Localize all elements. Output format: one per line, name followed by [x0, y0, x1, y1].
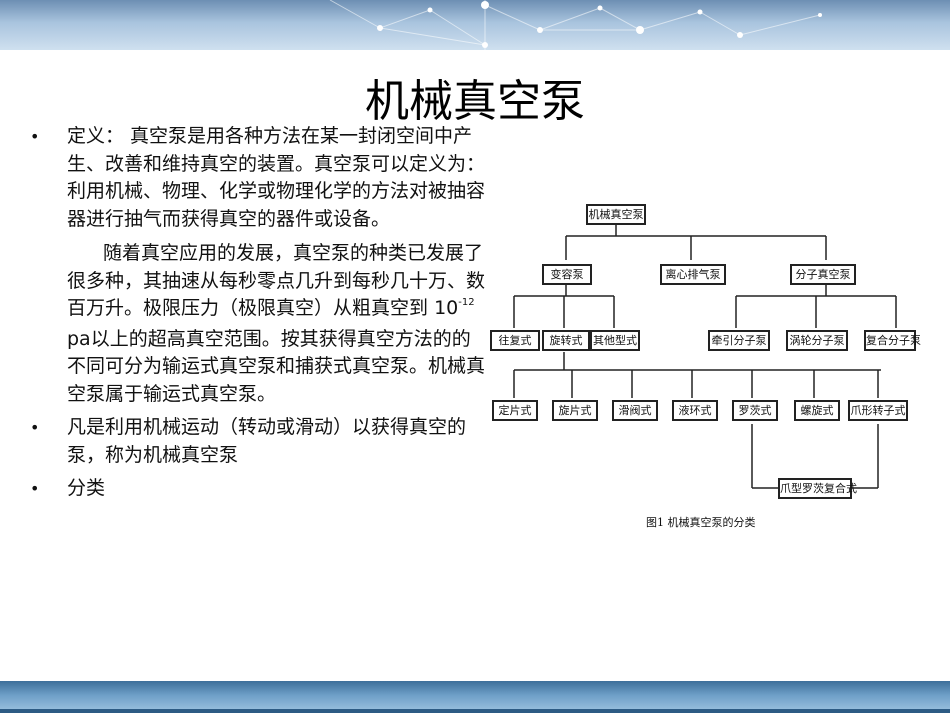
node-drag-molecular: 牵引分子泵 [708, 330, 770, 351]
node-molecular-pump: 分子真空泵 [790, 264, 856, 285]
node-variable-pump: 变容泵 [542, 264, 592, 285]
bullet-list: • 定义： 真空泵是用各种方法在某一封闭空间中产生、改善和维持真空的装置。真空泵… [28, 123, 488, 509]
node-compound-molecular: 复合分子泵 [864, 330, 921, 351]
classification-text: 以上的超高真空范围。按其获得真空方法的的不同可分为输运式真空泵和捕获式真空泵。机… [67, 327, 486, 405]
bullet-icon: • [30, 479, 40, 498]
development-paragraph: 随着真空应用的发展，真空泵的种类已发展了很多种，其抽速从每秒零点几升到每秒几十万… [67, 240, 488, 408]
node-screw: 螺旋式 [794, 400, 840, 421]
node-claw-rotor: 爪形转子式 [848, 400, 908, 421]
bottom-decorative-band [0, 681, 950, 713]
diagram-caption: 图1 机械真空泵的分类 [646, 516, 756, 529]
bullet-icon: • [30, 127, 40, 146]
node-liquid-ring: 液环式 [672, 400, 718, 421]
node-root: 机械真空泵 [586, 204, 646, 225]
node-rotary: 旋转式 [542, 330, 590, 351]
node-centrifugal-pump: 离心排气泵 [660, 264, 726, 285]
node-fixed-vane: 定片式 [492, 400, 538, 421]
bullet-icon: • [30, 418, 40, 437]
diagram-connectors [513, 224, 897, 489]
bullet-item-classification: • 分类 [28, 475, 488, 503]
bullet-item-mechanical: • 凡是利用机械运动（转动或滑动）以获得真空的泵，称为机械真空泵 [28, 414, 488, 469]
definition-paragraph: 定义： 真空泵是用各种方法在某一封闭空间中产生、改善和维持真空的装置。真空泵可以… [67, 125, 486, 230]
top-decorative-band [0, 0, 950, 50]
pressure-unit: pa [67, 327, 91, 350]
classification-label: 分类 [67, 477, 106, 499]
pressure-base: 10 [434, 297, 459, 319]
mechanical-paragraph: 凡是利用机械运动（转动或滑动）以获得真空的泵，称为机械真空泵 [67, 416, 467, 466]
pressure-exponent: -12 [458, 297, 475, 308]
node-roots: 罗茨式 [732, 400, 778, 421]
node-reciprocating: 往复式 [490, 330, 540, 351]
node-slide-valve: 滑阀式 [612, 400, 658, 421]
node-other-types: 其他型式 [590, 330, 640, 351]
network-pattern [329, 0, 822, 50]
classification-diagram: 机械真空泵 变容泵 离心排气泵 分子真空泵 往复式 旋转式 其他型式 牵引分子泵… [486, 180, 921, 550]
node-rotary-vane: 旋片式 [552, 400, 598, 421]
node-turbo-molecular: 涡轮分子泵 [786, 330, 848, 351]
node-claw-roots-composite: 爪型罗茨复合式 [778, 478, 857, 499]
bullet-item-definition: • 定义： 真空泵是用各种方法在某一封闭空间中产生、改善和维持真空的装置。真空泵… [28, 123, 488, 408]
slide-title: 机械真空泵 [365, 76, 585, 127]
development-text: 随着真空应用的发展，真空泵的种类已发展了很多种，其抽速从每秒零点几升到每秒几十万… [67, 242, 486, 319]
